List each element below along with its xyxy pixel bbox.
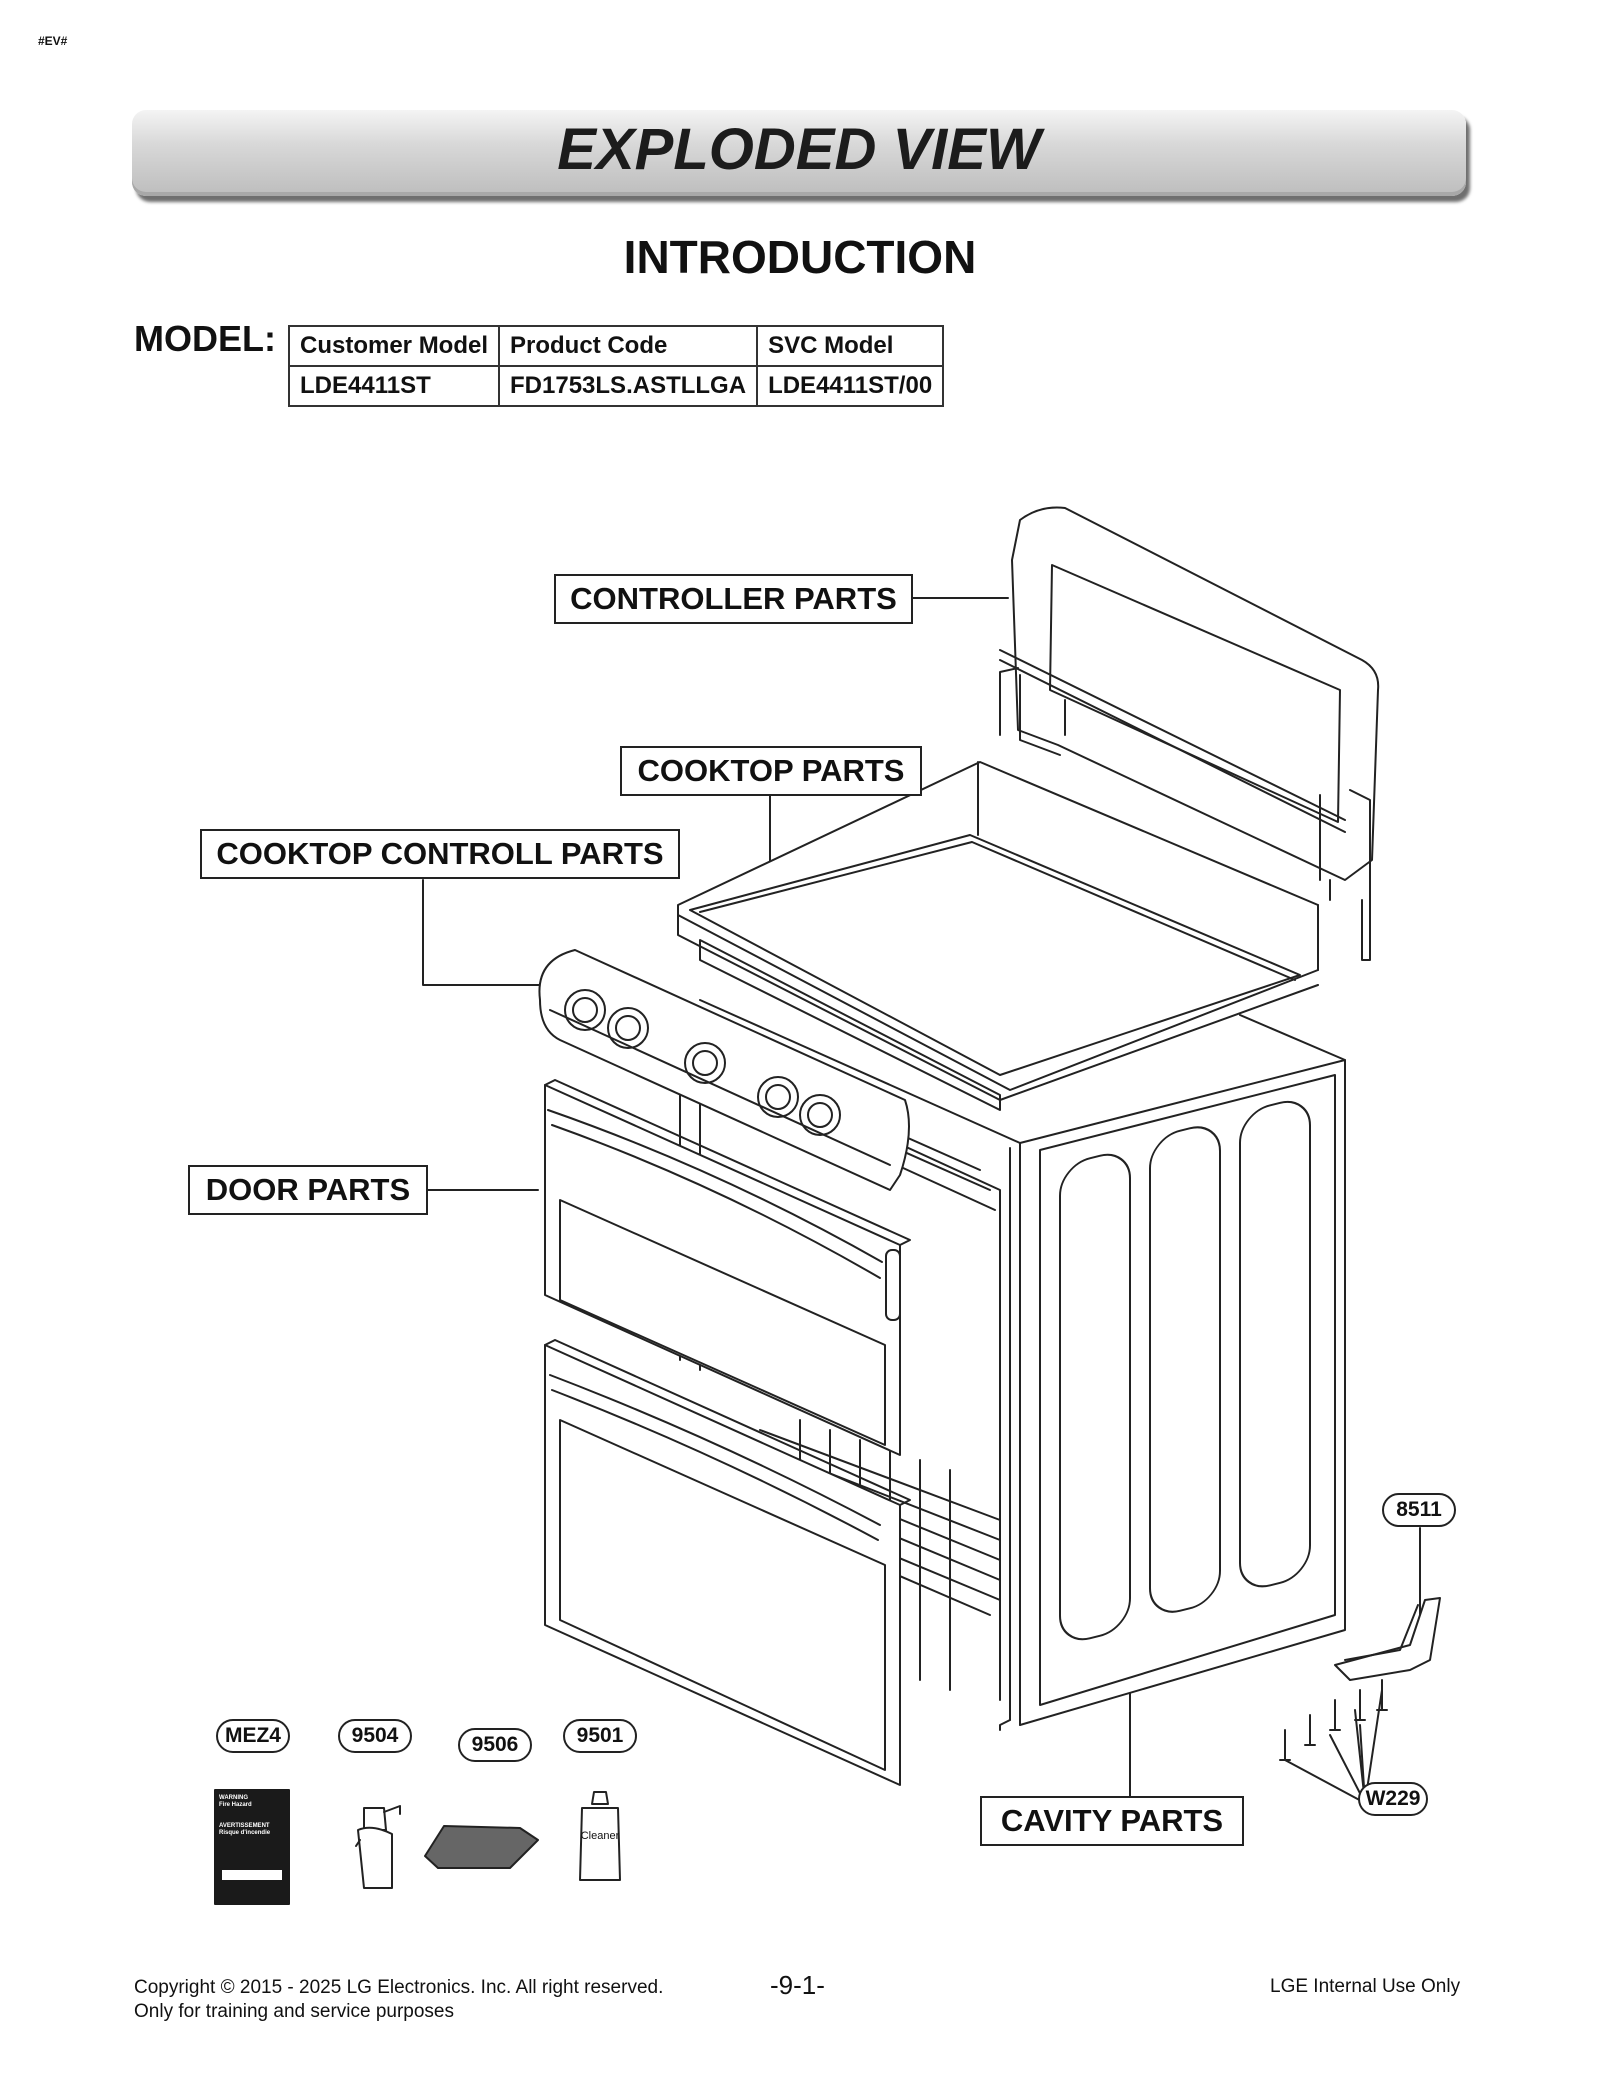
warning-heading: WARNING [219, 1795, 248, 1801]
upper-door [544, 1079, 911, 1456]
model-label: MODEL: [134, 318, 276, 359]
part-number-9506[interactable]: 9506 [458, 1728, 532, 1762]
cooktop [677, 761, 1319, 1111]
part-number-9504[interactable]: 9504 [338, 1719, 412, 1753]
part-number-8511[interactable]: 8511 [1382, 1493, 1456, 1527]
anti-tip-bracket [1334, 1597, 1441, 1681]
footer-left: Copyright © 2015 - 2025 LG Electronics. … [134, 1976, 663, 2024]
fire-hazard-text: Fire Hazard [219, 1802, 252, 1808]
cleaner-bottle [579, 1791, 621, 1881]
part-number-mez4[interactable]: MEZ4 [216, 1719, 290, 1753]
spray-bottle [355, 1805, 401, 1889]
model-table-header-row: Customer Model Product Code SVC Model [287, 325, 945, 367]
model-table-value-row: LDE4411ST FD1753LS.ASTLLGA LDE4411ST/00 [287, 365, 945, 407]
callout-cooktop-control-parts[interactable]: COOKTOP CONTROLL PARTS [200, 829, 680, 879]
footer-copyright: Copyright © 2015 - 2025 LG Electronics. … [134, 1977, 664, 1998]
model-table: Customer Model Product Code SVC Model LD… [287, 325, 945, 407]
screws [1279, 1679, 1388, 1761]
header-customer-model: Customer Model [287, 325, 501, 367]
part-number-w229[interactable]: W229 [1358, 1782, 1428, 1816]
header-svc-model: SVC Model [756, 325, 945, 367]
callout-cavity-parts[interactable]: CAVITY PARTS [980, 1796, 1244, 1846]
part-number-9501[interactable]: 9501 [563, 1719, 637, 1753]
warning-label-text: WARNING Fire Hazard AVERTISSEMENT Risque… [219, 1795, 285, 1837]
lower-door [544, 1339, 911, 1786]
callout-controller-parts[interactable]: CONTROLLER PARTS [554, 574, 913, 624]
footer-training-note: Only for training and service purposes [134, 2001, 454, 2022]
warning-label [214, 1789, 290, 1905]
avertissement-heading: AVERTISSEMENT [219, 1823, 270, 1829]
header-product-code: Product Code [498, 325, 759, 367]
value-customer-model: LDE4411ST [287, 365, 501, 407]
footer-internal-note: LGE Internal Use Only [1270, 1976, 1461, 1997]
cooktop-control-panel [538, 949, 910, 1191]
section-subtitle: INTRODUCTION [623, 231, 977, 283]
callout-cooktop-parts[interactable]: COOKTOP PARTS [620, 746, 922, 796]
risque-text: Risque d'incendie [219, 1830, 271, 1836]
page-number: -9-1- [770, 1970, 825, 2000]
document-tag: #EV# [38, 34, 68, 48]
scrubbing-pad [424, 1825, 539, 1869]
value-svc-model: LDE4411ST/00 [756, 365, 945, 407]
controller-panel [999, 506, 1380, 961]
page-title: EXPLODED VIEW [557, 117, 1041, 182]
value-product-code: FD1753LS.ASTLLGA [498, 365, 759, 407]
title-banner [132, 110, 1466, 196]
cleaner-bottle-label: Cleaner [580, 1830, 620, 1842]
callout-door-parts[interactable]: DOOR PARTS [188, 1165, 428, 1215]
